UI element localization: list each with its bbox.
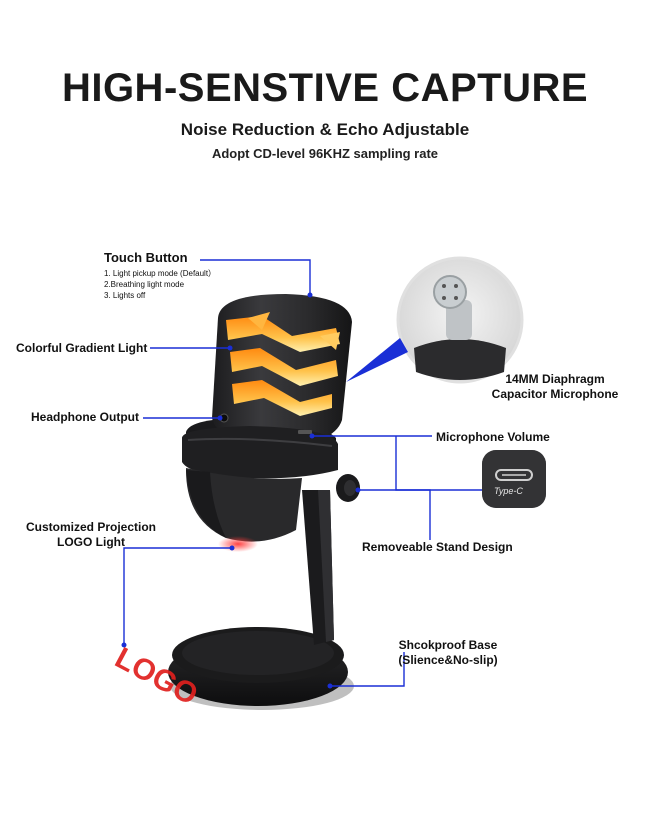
touch-button-item-1: 1. Light pickup mode (Default） — [104, 269, 217, 278]
headphone-output-label: Headphone Output — [31, 410, 139, 424]
collar — [182, 426, 338, 479]
callout-projection — [123, 547, 232, 645]
callout-touch — [200, 259, 311, 295]
page-subtitle: Noise Reduction & Echo Adjustable — [180, 120, 470, 139]
touch-button-item-3: 3. Lights off — [104, 291, 146, 300]
callout-typec — [395, 436, 482, 491]
callout-lines — [123, 259, 482, 687]
diaphragm-label-line1: 14MM Diaphragm — [505, 372, 605, 386]
stand-label: Removeable Stand Design — [362, 540, 513, 554]
gradient-light — [226, 312, 340, 416]
diaphragm-label-line2: Capacitor Microphone — [491, 387, 619, 401]
base-label-line2: (Slience&No-slip) — [398, 653, 498, 667]
typec-label: Type-C — [494, 486, 523, 496]
projection-glow — [218, 536, 258, 552]
page-tagline: Adopt CD-level 96KHZ sampling rate — [211, 146, 439, 161]
callout-base — [330, 652, 405, 687]
typec-port — [495, 469, 533, 481]
callout-stand — [358, 489, 431, 540]
projection-label-line2: LOGO Light — [57, 535, 125, 549]
volume-knob — [298, 430, 312, 434]
diaphragm-pointer — [346, 338, 408, 382]
touch-button-title: Touch Button — [104, 250, 188, 265]
base-label-line1: Shcokproof Base — [398, 638, 498, 652]
touch-button-item-2: 2.Breathing light mode — [104, 280, 185, 289]
projection-label-line1: Customized Projection — [25, 520, 156, 534]
gradient-light-label: Colorful Gradient Light — [16, 341, 148, 355]
page-title: HIGH-SENSTIVE CAPTURE — [61, 66, 589, 110]
mic-volume-label: Microphone Volume — [436, 430, 550, 444]
capsule-head — [433, 275, 467, 309]
